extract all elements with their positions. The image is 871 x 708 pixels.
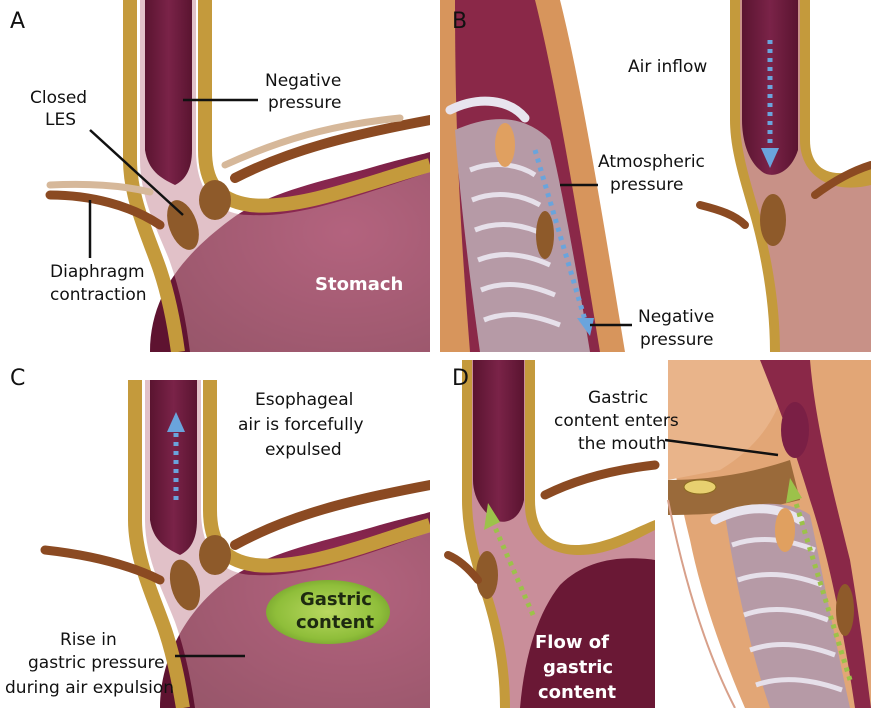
hyoid [684, 480, 716, 494]
negative-b-label-2: pressure [640, 330, 713, 350]
closed-les-label-2: LES [45, 110, 76, 130]
ues-d [836, 584, 854, 636]
expulsion-label-2: air is forcefully [238, 415, 364, 435]
enters-mouth-label-1: Gastric [588, 388, 648, 408]
gastric-content-label-2: content [296, 612, 374, 633]
les-c-right [199, 535, 231, 575]
rise-label-1: Rise in [60, 630, 117, 650]
panel-c: C Esophageal air is forcefully expulsed … [5, 366, 430, 708]
diaphragm-right-prev [225, 118, 400, 165]
panel-a: A Closed LES Negative pressure Diaphragm… [10, 0, 430, 352]
enters-mouth-label-3: the mouth [578, 434, 666, 454]
diaphragm-left-prev [50, 184, 150, 192]
gastric-content-label-1: Gastric [300, 589, 372, 610]
rise-label-2: gastric pressure [28, 653, 165, 673]
rise-label-3: during air expulsion [5, 678, 174, 698]
arytenoid [495, 123, 515, 167]
negative-pressure-label-1: Negative [265, 71, 341, 91]
negative-pressure-label-2: pressure [268, 93, 341, 113]
panel-b-letter: B [452, 9, 467, 34]
diaphragm-label-2: contraction [50, 285, 147, 305]
panel-c-letter: C [10, 366, 25, 391]
negative-b-label-1: Negative [638, 307, 714, 327]
ues [536, 211, 554, 259]
panel-d: D Gastric content enters the mouth Flow … [448, 360, 871, 708]
atmospheric-label-1: Atmospheric [598, 152, 705, 172]
les-b [760, 194, 786, 246]
closed-les-label-1: Closed [30, 88, 87, 108]
air-inflow-label: Air inflow [628, 57, 707, 77]
diaphragm-b-left [700, 205, 745, 225]
pharynx-d [781, 402, 809, 458]
flow-label-2: gastric [543, 657, 613, 678]
expulsion-label-3: expulsed [265, 440, 342, 460]
atmospheric-label-2: pressure [610, 175, 683, 195]
esophageal-lumen [145, 0, 192, 185]
diaphragm-d-right [545, 465, 655, 495]
flow-label-1: Flow of [535, 632, 609, 653]
esophagus-c-lumen [150, 380, 197, 555]
panel-b: B Air inflow Atmospheric pressure Negati… [440, 0, 871, 352]
les-right [199, 180, 231, 220]
flow-label-3: content [538, 682, 616, 703]
stomach-label: Stomach [315, 274, 403, 295]
panel-a-letter: A [10, 9, 25, 34]
panel-d-letter: D [452, 366, 469, 391]
esophagus-d-lumen [473, 360, 524, 522]
arytenoid-d [775, 508, 795, 552]
expulsion-label-1: Esophageal [255, 390, 353, 410]
enters-mouth-label-2: content enters [554, 411, 679, 431]
diaphragm-label-1: Diaphragm [50, 262, 145, 282]
les-d [476, 551, 498, 599]
